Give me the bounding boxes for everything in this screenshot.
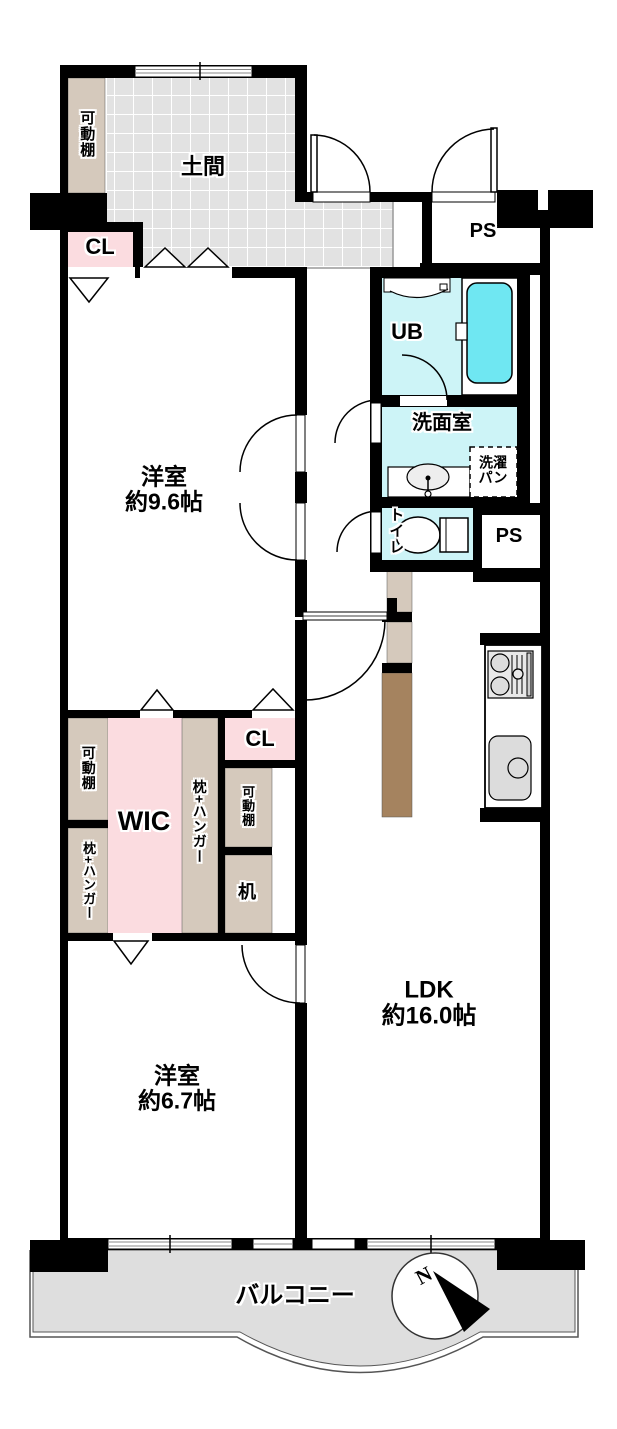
room-label-bedroom1: 洋室 約9.6帖 — [125, 463, 203, 515]
room-label-unit-bath: UB — [391, 318, 423, 344]
windows — [107, 62, 496, 1253]
label-closet-entry: CL — [85, 233, 115, 259]
doors — [239, 127, 498, 1004]
label-pipe-space-mid: PS — [495, 525, 523, 547]
shelf-nook-area — [224, 767, 273, 848]
label-desk: 机 — [238, 882, 256, 903]
label-pipe-space-top: PS — [469, 220, 497, 242]
folding-door-marks — [68, 246, 295, 966]
room-label-toilet: トイレ — [387, 507, 405, 555]
kitchen — [484, 644, 543, 809]
room-label-washroom: 洗面室 — [412, 412, 472, 434]
balcony-area — [29, 1249, 579, 1374]
room-label-balcony: バルコニー — [235, 1281, 355, 1309]
toilet-fixture — [395, 516, 469, 554]
room-label-bedroom2: 洋室 約6.7帖 — [138, 1062, 216, 1114]
kitchen-counter-brown — [381, 672, 413, 818]
label-laundry-pan: 洗濯パン — [478, 454, 508, 485]
room-label-doma: 土間 — [180, 153, 226, 179]
desk-area — [224, 854, 273, 934]
closet-entry-area — [68, 228, 133, 267]
label-hanger-right: 枕+ハンガー — [191, 779, 208, 865]
laundry-pan — [469, 446, 518, 498]
bathtub — [466, 282, 513, 384]
compass — [391, 1252, 490, 1340]
label-shelf-entry: 可動棚 — [78, 110, 96, 158]
hanger-right-area — [181, 717, 219, 934]
label-closet-mid: CL — [245, 725, 275, 751]
closet-mid-area — [225, 718, 298, 760]
label-hanger-left: 枕+ハンガー — [81, 841, 97, 921]
label-shelf-nook: 可動棚 — [240, 785, 256, 827]
bathtub-handle — [455, 322, 468, 341]
shelf-entry-area — [67, 77, 106, 194]
washbasin — [387, 463, 471, 498]
shelf-wic-left-area — [67, 717, 109, 821]
ub-sink — [383, 277, 451, 299]
doma-tile-floor — [107, 77, 394, 269]
room-label-wic: WIC — [117, 806, 171, 837]
ldk-shelf-b — [386, 621, 413, 664]
openings — [68, 190, 548, 941]
kitchen-sink-icon — [488, 735, 532, 801]
wic-area — [108, 718, 182, 933]
room-label-ldk: LDK 約16.0帖 — [381, 976, 477, 1030]
label-shelf-wic-left: 可動棚 — [80, 745, 97, 791]
stove-icon — [487, 650, 534, 699]
